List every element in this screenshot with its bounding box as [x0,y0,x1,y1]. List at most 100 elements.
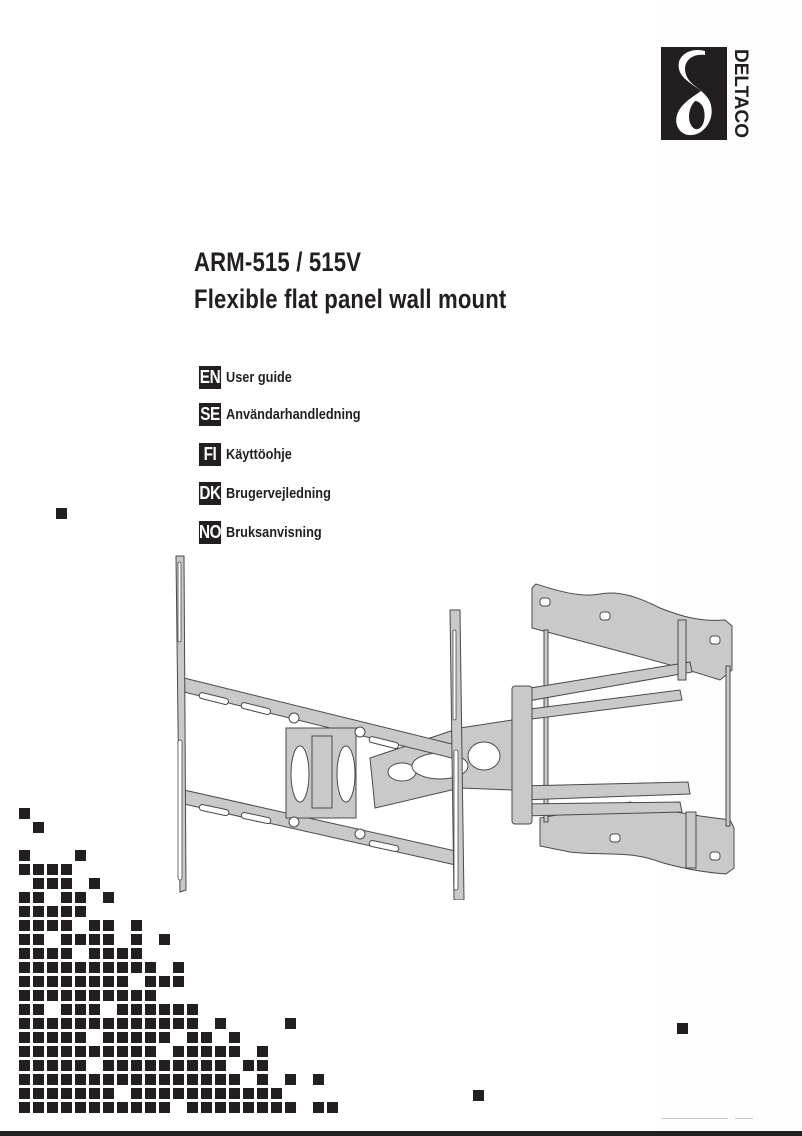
mosaic-square [19,864,30,875]
mosaic-square [145,1004,156,1015]
mosaic-square [89,1088,100,1099]
mosaic-square [257,1102,268,1113]
mosaic-square [75,1018,86,1029]
mosaic-square [131,1018,142,1029]
mosaic-square [131,1088,142,1099]
mosaic-square [89,1004,100,1015]
mosaic-square [103,934,114,945]
mosaic-square [131,1102,142,1113]
mosaic-square [131,962,142,973]
mosaic-square [75,1088,86,1099]
mosaic-square [173,1004,184,1015]
mosaic-square [61,1018,72,1029]
mosaic-square [89,990,100,1001]
mosaic-square [229,1102,240,1113]
mosaic-square [327,1102,338,1113]
mosaic-square [159,1004,170,1015]
mosaic-square [19,1004,30,1015]
mosaic-square [159,1088,170,1099]
mosaic-square [117,1032,128,1043]
mosaic-square [187,1018,198,1029]
mosaic-square [103,1032,114,1043]
mosaic-square [173,1018,184,1029]
mosaic-square [145,962,156,973]
mosaic-square [33,1018,44,1029]
mosaic-square [103,962,114,973]
mosaic-square [47,1018,58,1029]
mosaic-square [215,1074,226,1085]
mosaic-square [19,1088,30,1099]
mosaic-square [75,976,86,987]
mosaic-square [61,1046,72,1057]
mosaic-square [89,962,100,973]
mosaic-square [159,1102,170,1113]
mosaic-square [117,1060,128,1071]
mosaic-square [19,920,30,931]
logo-mark-icon [661,47,727,140]
mosaic-square [19,1018,30,1029]
mosaic-square [103,1074,114,1085]
mosaic-square [285,1018,296,1029]
mosaic-square [61,892,72,903]
mosaic-square [187,1004,198,1015]
mosaic-square [61,906,72,917]
mosaic-square [47,948,58,959]
language-label: Användarhandledning [226,405,361,423]
mosaic-square [75,990,86,1001]
mosaic-square [75,850,86,861]
mosaic-square [201,1088,212,1099]
mosaic-square [33,1032,44,1043]
mosaic-square [131,1060,142,1071]
language-label: Brugervejledning [226,484,331,502]
mosaic-square [33,1102,44,1113]
mosaic-square [61,976,72,987]
mosaic-square [103,892,114,903]
page-edge-shade [655,0,802,1130]
page-bottom-border [0,1131,802,1136]
mosaic-square [215,1102,226,1113]
mosaic-square [117,976,128,987]
mosaic-square [187,1032,198,1043]
mosaic-square [677,1023,688,1034]
mosaic-square [117,990,128,1001]
mosaic-square [61,864,72,875]
mosaic-square [201,1102,212,1113]
mosaic-square [285,1102,296,1113]
mosaic-square [47,878,58,889]
mosaic-square [47,1102,58,1113]
mosaic-square [47,920,58,931]
mosaic-square [187,1088,198,1099]
model-number: ARM-515 / 515V [194,247,362,277]
mosaic-square [75,962,86,973]
mosaic-square [33,1060,44,1071]
language-item-en: EN User guide [197,365,304,389]
mosaic-square [257,1088,268,1099]
mosaic-square [33,934,44,945]
mosaic-square [61,1088,72,1099]
mosaic-square [117,1004,128,1015]
mosaic-square [145,1074,156,1085]
mosaic-square [229,1046,240,1057]
mosaic-square [145,1046,156,1057]
mosaic-square [61,1060,72,1071]
mosaic-square [89,920,100,931]
mosaic-square [145,976,156,987]
mosaic-square [159,976,170,987]
mosaic-square [19,892,30,903]
mosaic-square [89,976,100,987]
mosaic-square [313,1074,324,1085]
mosaic-square [229,1032,240,1043]
mosaic-square [33,878,44,889]
mosaic-square [56,508,67,519]
mosaic-square [173,962,184,973]
mosaic-square [159,1032,170,1043]
mosaic-square [131,934,142,945]
language-label: User guide [226,368,292,386]
mosaic-square [19,948,30,959]
mosaic-square [19,850,30,861]
mosaic-square [89,1102,100,1113]
mosaic-square [243,1060,254,1071]
language-item-no: NO Bruksanvisning [197,520,339,544]
mosaic-square [243,1088,254,1099]
